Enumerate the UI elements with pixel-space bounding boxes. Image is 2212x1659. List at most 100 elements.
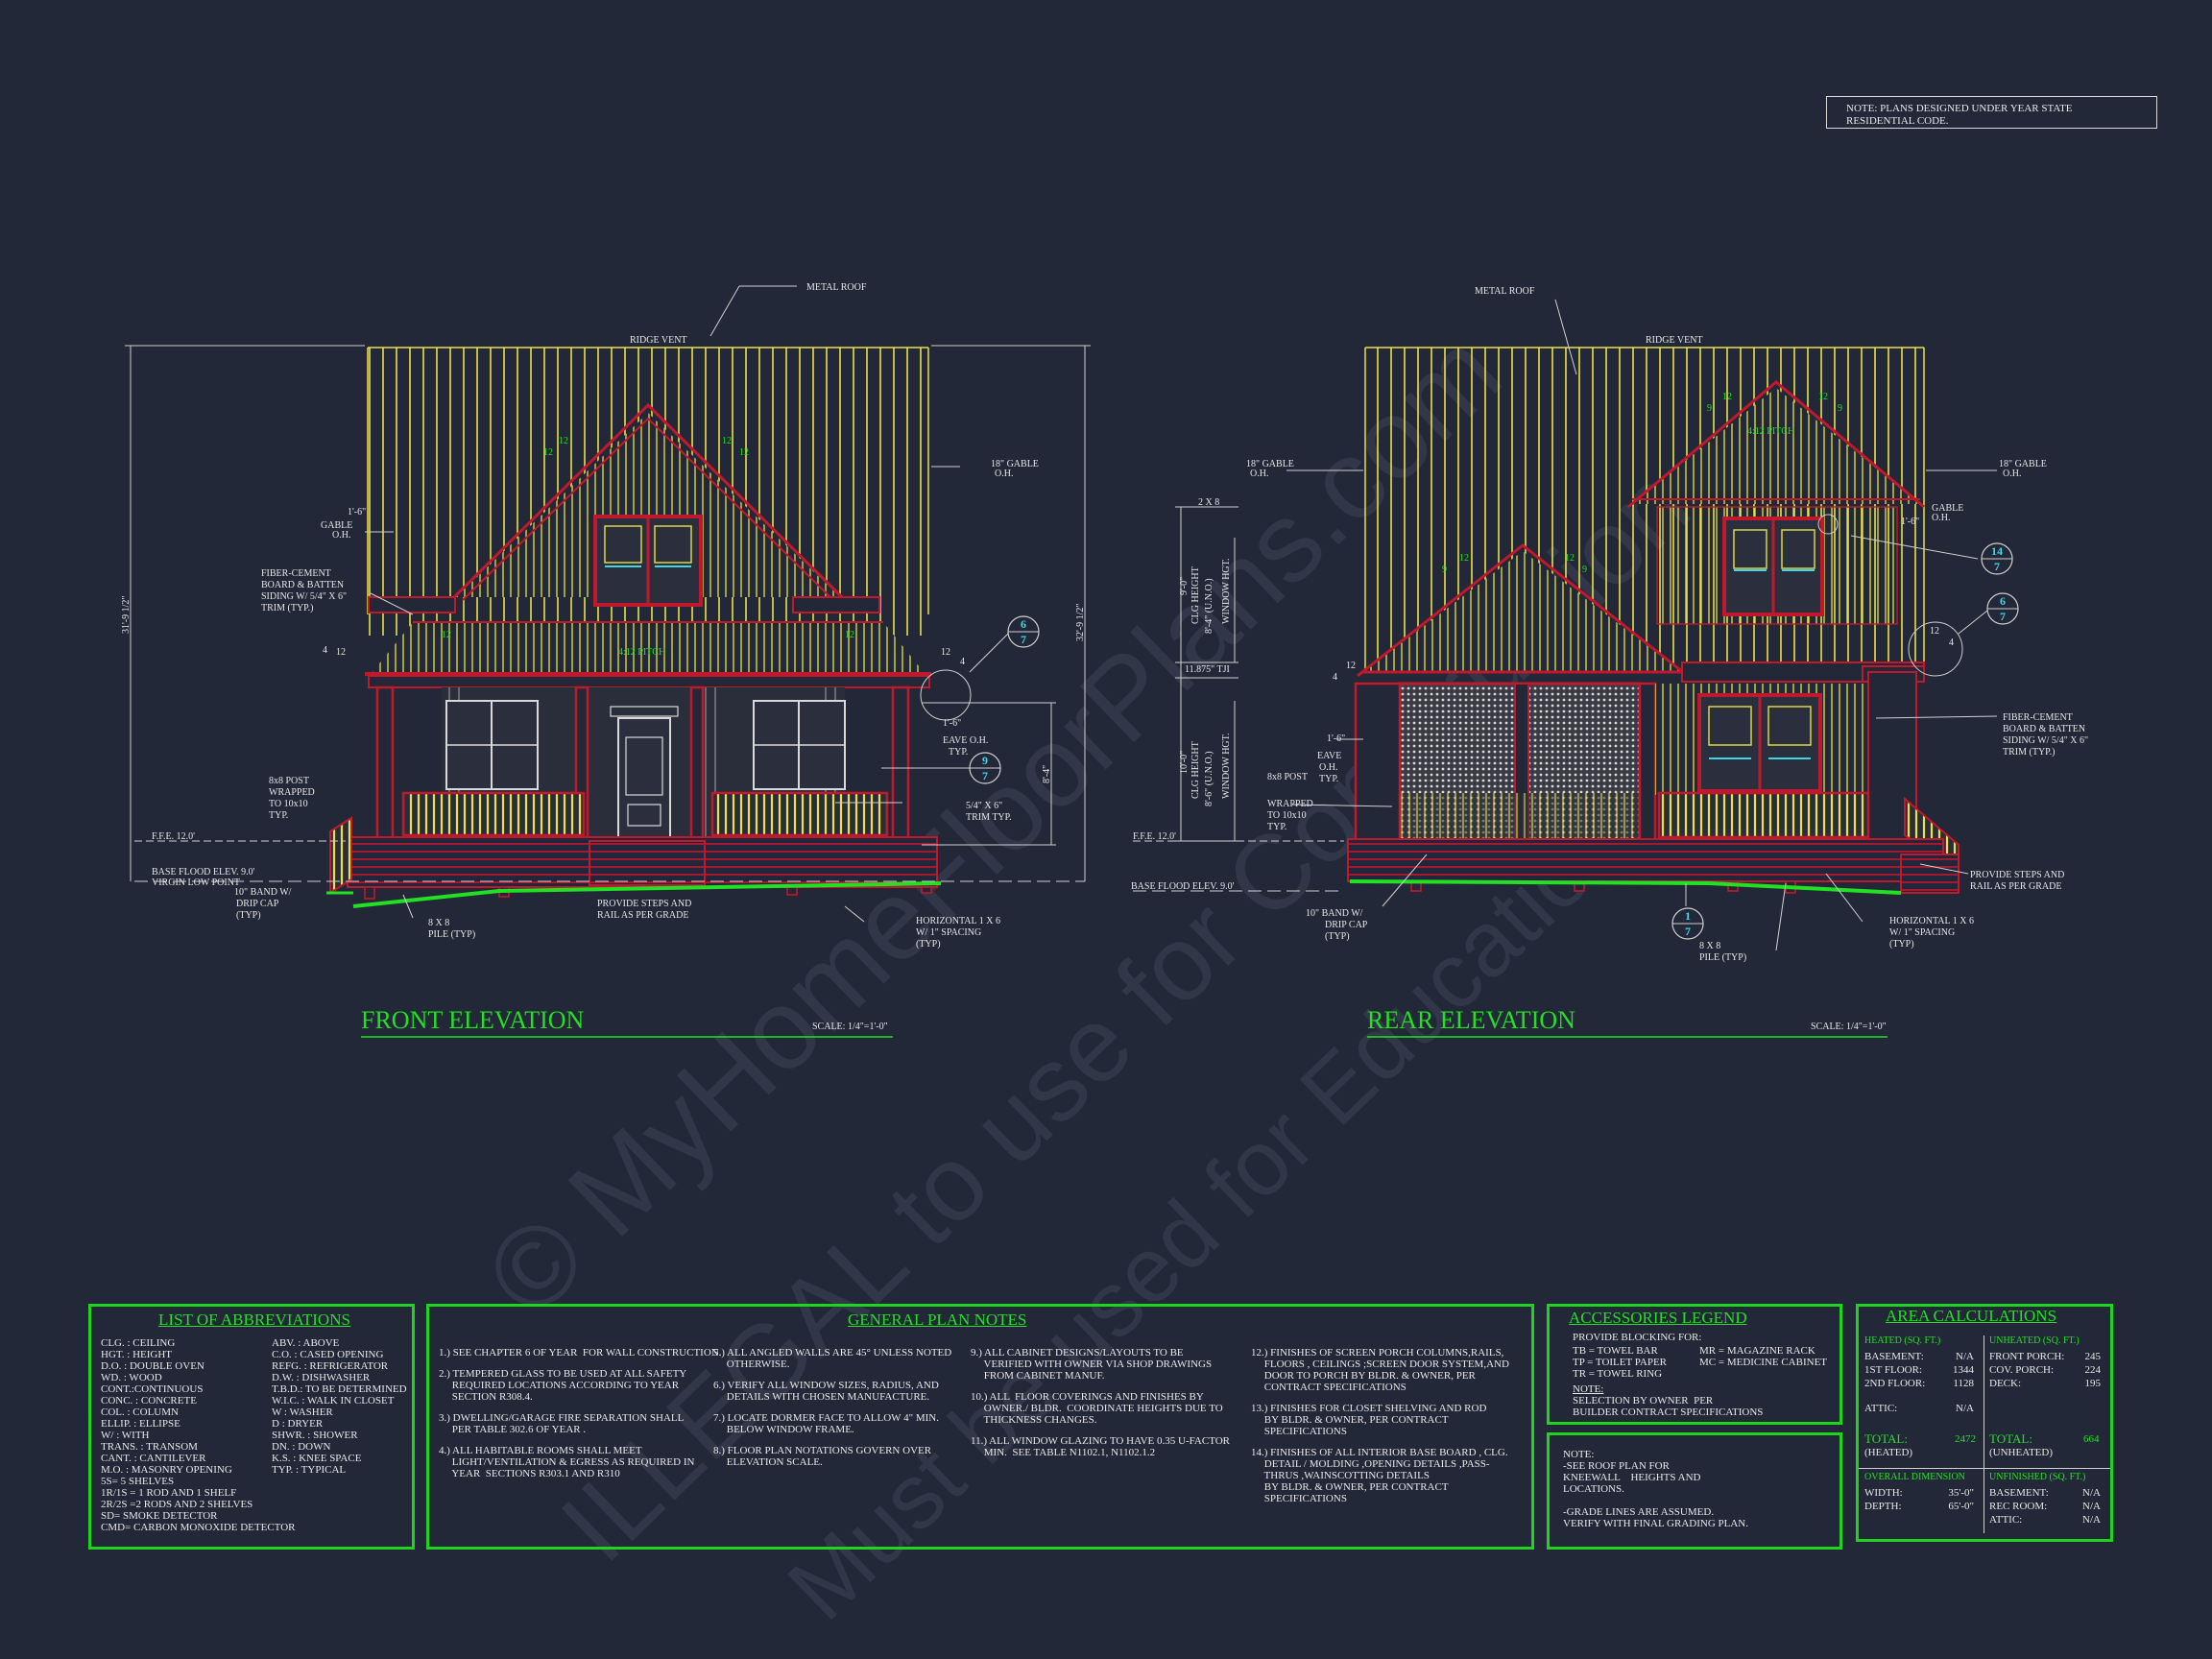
rear-band-2: DRIP CAP xyxy=(1325,920,1368,930)
abbreviation-item: M.O. : MASONRY OPENING xyxy=(101,1464,232,1476)
abbreviation-item: CONT.:CONTINUOUS xyxy=(101,1383,204,1395)
front-trim-2: TRIM TYP. xyxy=(966,812,1012,823)
rear-bfe: BASE FLOOD ELEV. 9.0' xyxy=(1131,881,1235,892)
pitch-mark: 12 xyxy=(739,447,749,458)
general-note-item: 9.) ALL CABINET DESIGNS/LAYOUTS TO BE VE… xyxy=(971,1347,1213,1382)
general-note-item: 3.) DWELLING/GARAGE FIRE SEPARATION SHAL… xyxy=(439,1412,685,1435)
front-post-note-2: WRAPPED xyxy=(269,787,315,798)
accessories-intro: PROVIDE BLOCKING FOR: xyxy=(1573,1332,1702,1343)
pitch-mark: 12 xyxy=(1459,553,1469,564)
rear-metal-roof-label: METAL ROOF xyxy=(1475,286,1535,297)
unheated-row: FRONT PORCH:245 xyxy=(1989,1351,2101,1362)
pitch-mark: 12 xyxy=(1930,626,1939,637)
rear-ffe: F.F.E. 12.0' xyxy=(1133,831,1176,842)
general-notes-col-3: 9.) ALL CABINET DESIGNS/LAYOUTS TO BE VE… xyxy=(971,1347,1230,1468)
front-pitch-label: 4:12 PITCH xyxy=(618,647,665,658)
unfinished-row-value: N/A xyxy=(2082,1501,2101,1512)
abbreviation-item: C.O. : CASED OPENING xyxy=(272,1349,384,1360)
unheated-row-value: 195 xyxy=(2084,1378,2102,1389)
pitch-mark: 12 xyxy=(722,436,732,446)
pitch-mark: 12 xyxy=(941,647,950,658)
unfinished-row: ATTIC:N/A xyxy=(1989,1514,2101,1526)
rear-tag-b-top: 6 xyxy=(2000,594,2006,608)
front-ffe: F.F.E. 12.0' xyxy=(152,831,195,842)
general-note-item: 6.) VERIFY ALL WINDOW SIZES, RADIUS, AND… xyxy=(713,1380,939,1403)
abbreviation-item: SHWR. : SHOWER xyxy=(272,1430,358,1441)
rear-tji: 11.875" TJI xyxy=(1185,664,1230,675)
abbreviation-item: 5S= 5 SHELVES xyxy=(101,1476,175,1487)
abbreviation-item: W.I.C. : WALK IN CLOSET xyxy=(272,1395,395,1407)
rear-post-note-3: TO 10x10 xyxy=(1267,810,1307,821)
heated-head: HEATED (SQ. FT.) xyxy=(1864,1335,1941,1346)
abbreviation-item: CLG. : CEILING xyxy=(101,1337,176,1349)
front-pile-2: PILE (TYP) xyxy=(428,929,475,940)
abbreviation-item: W/ : WITH xyxy=(101,1430,150,1441)
heated-row-value: N/A xyxy=(1956,1351,1974,1362)
pitch-mark: 12 xyxy=(559,436,568,446)
accessory-note-line: BUILDER CONTRACT SPECIFICATIONS xyxy=(1573,1407,1764,1418)
front-section-tag-a: 6 7 xyxy=(969,615,1040,673)
abbreviation-item: CONC. : CONCRETE xyxy=(101,1395,197,1407)
accessory-item: MR = MAGAZINE RACK xyxy=(1699,1345,1815,1357)
rear-lower-clg-2: CLG HEIGHT xyxy=(1190,741,1201,799)
abbreviation-item: TYP. : TYPICAL xyxy=(272,1464,347,1476)
overall-row-value: 35'-0" xyxy=(1948,1487,1974,1499)
rear-ridge-vent-label: RIDGE VENT xyxy=(1646,335,1703,346)
pitch-mark: 9 xyxy=(1707,403,1712,414)
unheated-head: UNHEATED (SQ. FT.) xyxy=(1989,1335,2080,1346)
rear-eave-3: TYP. xyxy=(1319,774,1338,784)
rear-upper-clg-2: CLG HEIGHT xyxy=(1190,566,1201,624)
pitch-mark: 4 xyxy=(1949,637,1954,648)
rear-gable-dim: 1'-6" xyxy=(1901,517,1919,527)
front-horiz-2: W/ 1" SPACING xyxy=(916,927,981,938)
rear-section-tag-a: 14 7 xyxy=(1981,542,2013,575)
code-note-box: NOTE: PLANS DESIGNED UNDER YEAR STATE RE… xyxy=(1826,96,2157,129)
rear-section-tag-b: 6 7 xyxy=(1958,592,2019,635)
unheated-row-value: 224 xyxy=(2084,1364,2102,1376)
rear-post-note-1: 8x8 POST xyxy=(1267,772,1308,782)
rear-eave-1: EAVE xyxy=(1317,751,1341,761)
general-note-item: 14.) FINISHES OF ALL INTERIOR BASE BOARD… xyxy=(1251,1447,1508,1504)
front-post-note-1: 8x8 POST xyxy=(269,776,309,786)
rear-tag-a-bottom: 7 xyxy=(1994,560,2000,573)
abbreviation-item: W : WASHER xyxy=(272,1407,333,1418)
pitch-mark: 12 xyxy=(1565,553,1575,564)
unheated-row: COV. PORCH:224 xyxy=(1989,1364,2101,1376)
front-tag-b-bottom: 7 xyxy=(982,769,988,782)
pitch-mark: 4 xyxy=(323,645,327,656)
rear-siding-note-4: TRIM (TYP.) xyxy=(2003,747,2055,757)
accessories-title: ACCESSORIES LEGEND xyxy=(1569,1309,1747,1327)
rear-gable-label: GABLE xyxy=(1932,503,1963,514)
unfinished-row-label: ATTIC: xyxy=(1989,1514,2023,1526)
grading-note-line: VERIFY WITH FINAL GRADING PLAN. xyxy=(1563,1518,1748,1529)
overall-row-label: DEPTH: xyxy=(1864,1501,1902,1512)
general-note-item: 13.) FINISHES FOR CLOSET SHELVING AND RO… xyxy=(1251,1403,1487,1437)
front-band-2: DRIP CAP xyxy=(236,899,279,909)
rear-tag-c-top: 1 xyxy=(1685,909,1691,923)
rear-siding-note-3: SIDING W/ 5/4" X 6" xyxy=(2003,735,2088,746)
heated-row-label: 2ND FLOOR: xyxy=(1864,1378,1926,1389)
front-wall-height: 8'-4" xyxy=(1042,765,1052,783)
pitch-mark: 4 xyxy=(960,657,965,667)
heated-row: ATTIC:N/A xyxy=(1864,1403,1974,1414)
area-panel: AREA CALCULATIONS HEATED (SQ. FT.) BASEM… xyxy=(1856,1304,2113,1542)
front-gable-oh-label: 18" GABLE xyxy=(991,459,1039,469)
abbreviation-item: TRANS. : TRANSOM xyxy=(101,1441,198,1453)
overall-head: OVERALL DIMENSION xyxy=(1864,1472,1965,1482)
front-vlp: VIRGIN LOW POINT xyxy=(152,878,240,888)
front-pile-1: 8 X 8 xyxy=(428,918,449,928)
front-siding-note-2: BOARD & BATTEN xyxy=(261,580,344,590)
general-note-item: 1.) SEE CHAPTER 6 OF YEAR FOR WALL CONST… xyxy=(439,1347,722,1358)
unheated-row-label: DECK: xyxy=(1989,1378,2021,1389)
rear-post-note-4: TYP. xyxy=(1267,822,1286,832)
heated-total-note: (HEATED) xyxy=(1864,1447,1913,1458)
general-note-item: 12.) FINISHES OF SCREEN PORCH COLUMNS,RA… xyxy=(1251,1347,1509,1393)
general-note-item: 5.) ALL ANGLED WALLS ARE 45° UNLESS NOTE… xyxy=(713,1347,952,1370)
abbreviation-item: DN. : DOWN xyxy=(272,1441,331,1453)
abbreviation-item: D : DRYER xyxy=(272,1418,324,1430)
